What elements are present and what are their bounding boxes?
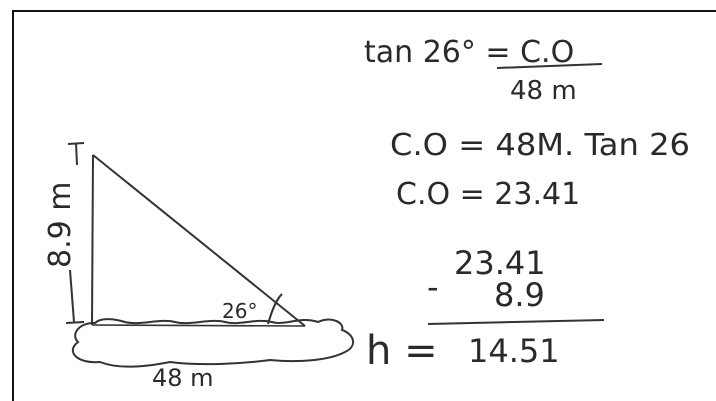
cloud-ground xyxy=(71,318,354,368)
angle-arc xyxy=(267,293,283,325)
tan-denominator: 48 m xyxy=(510,76,577,106)
hypotenuse xyxy=(92,154,306,327)
tan-fraction-bar xyxy=(496,63,603,69)
step2-equation: C.O = 23.41 xyxy=(396,177,580,212)
subtraction-bottom: 8.9 xyxy=(494,276,545,314)
height-marker-line-bottom xyxy=(69,269,75,323)
step1-equation: C.O = 48M. Tan 26 xyxy=(390,128,690,163)
subtraction-minus: - xyxy=(427,268,439,306)
base-label: 48 m xyxy=(152,364,214,392)
vertical-side xyxy=(91,154,94,326)
h-label: h = xyxy=(366,328,438,374)
left-border xyxy=(12,10,14,401)
height-marker-bottom xyxy=(65,321,85,324)
height-label: 8.9 m xyxy=(43,182,78,268)
angle-label: 26° xyxy=(222,299,257,323)
base-side xyxy=(91,324,306,327)
result-value: 14.51 xyxy=(468,332,560,370)
subtraction-top: 23.41 xyxy=(454,244,546,282)
height-marker-line xyxy=(75,142,78,166)
subtraction-bar xyxy=(427,319,605,325)
tan-equation: tan 26° = C.O xyxy=(364,35,574,70)
top-border xyxy=(12,10,716,12)
